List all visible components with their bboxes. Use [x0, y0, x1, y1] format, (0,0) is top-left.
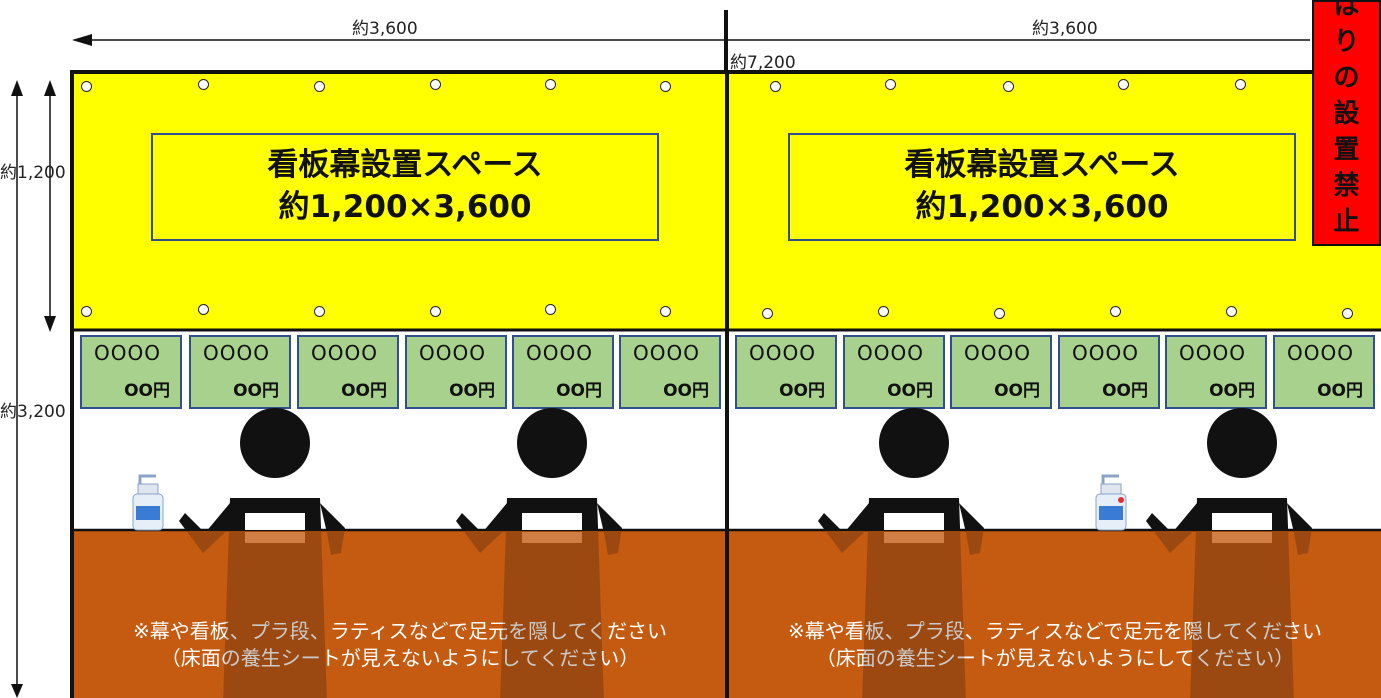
price-tag: OOOO OO円: [735, 335, 837, 409]
price-tag: OOOO OO円: [297, 335, 399, 409]
total-height-label: 約3,200: [0, 402, 66, 422]
product-name: OOOO: [419, 341, 486, 365]
warning-char: り: [1333, 27, 1360, 57]
banner-height-label: 約1,200: [0, 163, 66, 183]
grommet-ring: [1110, 306, 1121, 317]
price-tag: OOOO OO円: [619, 335, 721, 409]
grommet-ring: [994, 308, 1005, 319]
grommet-ring: [430, 306, 441, 317]
product-price: OO円: [779, 381, 825, 401]
grommet-ring: [878, 306, 889, 317]
product-price: OO円: [1209, 381, 1255, 401]
grommet-ring: [545, 79, 556, 90]
product-price: OO円: [233, 381, 279, 401]
width-left-label: 約3,600: [352, 19, 418, 39]
grommet-ring: [885, 79, 896, 90]
warning-char: の: [1333, 63, 1360, 93]
price-tag: OOOO OO円: [1273, 335, 1375, 409]
product-name: OOOO: [1072, 341, 1139, 365]
banner-area-left: 看板幕設置スペース 約1,200×3,600: [74, 73, 726, 330]
warning-char: 置: [1333, 135, 1360, 165]
product-price: OO円: [1102, 381, 1148, 401]
price-tag: OOOO OO円: [189, 335, 291, 409]
grommet-ring: [430, 79, 441, 90]
product-name: OOOO: [1179, 341, 1246, 365]
product-price: OO円: [341, 381, 387, 401]
price-tag: OOOO OO円: [512, 335, 614, 409]
grommet-ring: [198, 304, 209, 315]
product-name: OOOO: [857, 341, 924, 365]
grommet-ring: [314, 306, 325, 317]
product-price: OO円: [1317, 381, 1363, 401]
product-price: OO円: [124, 381, 170, 401]
sanitizer-bottle-icon: [1095, 474, 1127, 531]
banner-size: 約1,200×3,600: [278, 189, 532, 225]
price-tag: OOOO OO円: [1058, 335, 1160, 409]
grommet-ring: [1118, 79, 1129, 90]
price-tag: OOOO OO円: [950, 335, 1052, 409]
price-tag: OOOO OO円: [843, 335, 945, 409]
price-tag: OOOO OO円: [80, 335, 182, 409]
grommet-ring: [314, 81, 325, 92]
product-price: OO円: [449, 381, 495, 401]
width-right-label: 約3,600: [1032, 19, 1098, 39]
product-price: OO円: [994, 381, 1040, 401]
price-tag: OOOO OO円: [405, 335, 507, 409]
banner-sign-box-right: 看板幕設置スペース 約1,200×3,600: [788, 133, 1296, 241]
warning-char: 禁: [1333, 171, 1360, 201]
warning-char: は: [1333, 0, 1360, 21]
grommet-ring: [660, 306, 671, 317]
banner-title: 看板幕設置スペース: [904, 147, 1180, 184]
product-name: OOOO: [1287, 341, 1354, 365]
product-name: OOOO: [526, 341, 593, 365]
product-name: OOOO: [633, 341, 700, 365]
product-price: OO円: [663, 381, 709, 401]
sanitizer-bottle-icon: [132, 474, 164, 531]
grommet-ring: [1342, 308, 1353, 319]
grommet-ring: [660, 81, 671, 92]
banner-area-right: 看板幕設置スペース 約1,200×3,600: [729, 73, 1381, 330]
grommet-ring: [1226, 306, 1237, 317]
banner-title: 看板幕設置スペース: [267, 147, 543, 184]
product-name: OOOO: [203, 341, 270, 365]
grommet-ring: [1003, 81, 1014, 92]
grommet-ring: [198, 79, 209, 90]
product-price: OO円: [887, 381, 933, 401]
product-price: OO円: [556, 381, 602, 401]
grommet-ring: [81, 306, 92, 317]
product-name: OOOO: [749, 341, 816, 365]
product-name: OOOO: [94, 341, 161, 365]
banner-size: 約1,200×3,600: [915, 189, 1169, 225]
price-tag: OOOO OO円: [1165, 335, 1267, 409]
grommet-ring: [1235, 79, 1246, 90]
product-name: OOOO: [964, 341, 1031, 365]
grommet-ring: [762, 308, 773, 319]
grommet-ring: [770, 81, 781, 92]
grommet-ring: [81, 81, 92, 92]
grommet-ring: [545, 304, 556, 315]
warning-char: 止: [1333, 207, 1360, 237]
total-width-label: 約7,200: [730, 53, 796, 73]
warning-char: 設: [1333, 99, 1360, 129]
no-installation-warning: は り の 設 置 禁 止: [1312, 0, 1381, 246]
product-name: OOOO: [311, 341, 378, 365]
banner-sign-box-left: 看板幕設置スペース 約1,200×3,600: [151, 133, 659, 241]
